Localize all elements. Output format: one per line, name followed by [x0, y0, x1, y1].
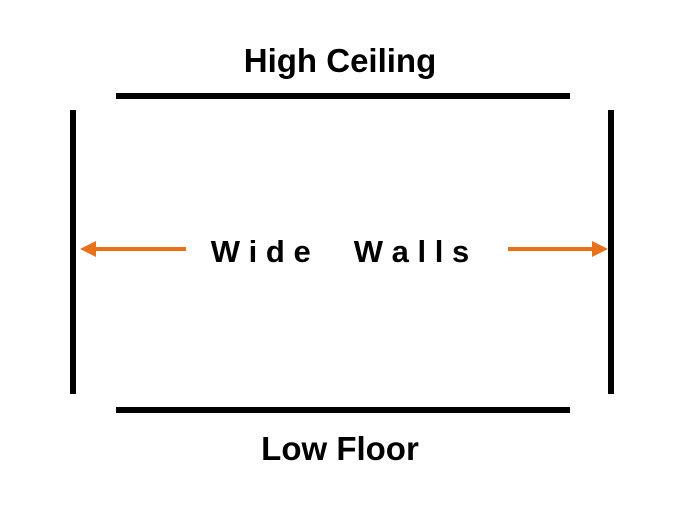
low-floor-label: Low Floor: [261, 430, 419, 467]
wide-word: W i d e: [210, 234, 311, 269]
walls-word: W a l l s: [353, 234, 470, 269]
arrow-left-icon: [80, 241, 186, 257]
left-wall-line: [70, 110, 76, 394]
right-wall-line: [608, 110, 614, 394]
high-ceiling-label: High Ceiling: [243, 42, 437, 79]
ceiling-line: [116, 93, 570, 99]
wide-walls-label: W i d e W a l l s: [0, 236, 680, 267]
floor-line: [116, 407, 570, 413]
arrow-right-icon: [508, 241, 608, 257]
